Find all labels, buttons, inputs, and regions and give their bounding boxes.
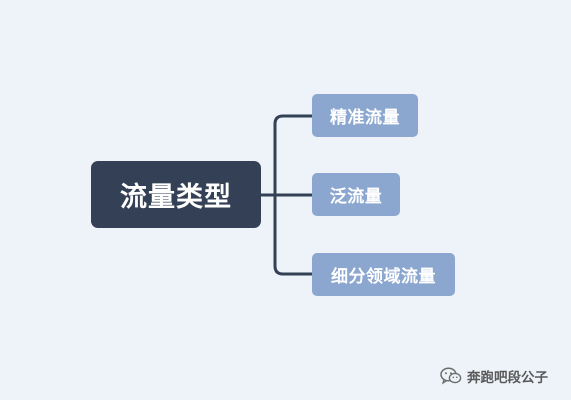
root-node-label: 流量类型 <box>120 182 232 213</box>
child-node-niche-traffic[interactable]: 细分领域流量 <box>312 253 455 296</box>
watermark-text: 奔跑吧段公子 <box>467 370 548 386</box>
child-node-label: 精准流量 <box>330 108 400 128</box>
child-node-general-traffic[interactable]: 泛流量 <box>312 173 400 216</box>
child-node-label: 泛流量 <box>329 187 383 207</box>
watermark: 奔跑吧段公子 <box>440 366 548 386</box>
wechat-icon <box>440 367 462 385</box>
child-node-precise-traffic[interactable]: 精准流量 <box>312 94 418 137</box>
root-node[interactable]: 流量类型 <box>91 161 261 228</box>
child-node-label: 细分领域流量 <box>331 267 436 287</box>
